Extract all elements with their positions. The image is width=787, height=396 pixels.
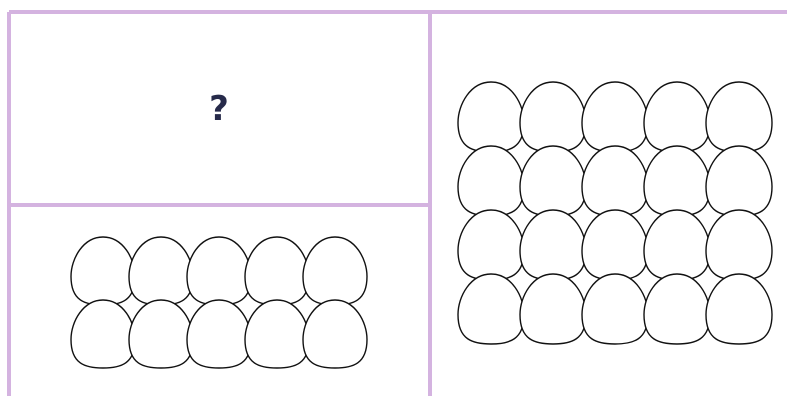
unknown-part-box: ?: [9, 14, 429, 204]
egg: [520, 82, 586, 152]
egg: [644, 82, 710, 152]
egg: [520, 210, 586, 280]
egg: [187, 300, 251, 368]
egg: [706, 82, 772, 152]
egg: [582, 82, 648, 152]
egg: [71, 237, 135, 305]
egg: [458, 274, 524, 344]
egg: [706, 146, 772, 216]
egg: [458, 82, 524, 152]
egg: [520, 146, 586, 216]
egg: [129, 237, 193, 305]
egg-group-right: [458, 82, 772, 344]
egg: [458, 146, 524, 216]
question-mark: ?: [209, 89, 229, 129]
egg-group-bottom-left: [71, 237, 367, 368]
egg: [71, 300, 135, 368]
egg: [706, 210, 772, 280]
egg: [644, 210, 710, 280]
egg: [644, 274, 710, 344]
egg: [245, 300, 309, 368]
egg: [303, 237, 367, 305]
egg: [582, 210, 648, 280]
egg: [245, 237, 309, 305]
egg: [644, 146, 710, 216]
egg: [520, 274, 586, 344]
egg: [582, 146, 648, 216]
egg: [303, 300, 367, 368]
egg: [129, 300, 193, 368]
egg: [458, 210, 524, 280]
egg: [706, 274, 772, 344]
egg: [582, 274, 648, 344]
egg: [187, 237, 251, 305]
